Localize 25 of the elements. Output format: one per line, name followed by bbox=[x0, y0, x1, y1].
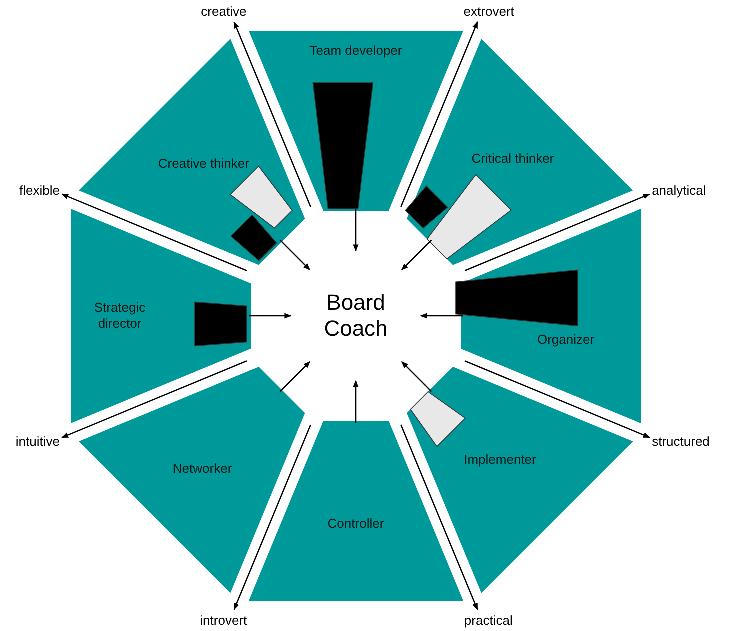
direction-label: flexible bbox=[20, 182, 60, 198]
center-title: Board Coach bbox=[323, 290, 389, 342]
segment-label: Critical thinker bbox=[470, 150, 556, 168]
arrow bbox=[280, 240, 311, 271]
direction-label: analytical bbox=[652, 182, 706, 198]
direction-label: intuitive bbox=[16, 434, 60, 450]
direction-label: extrovert bbox=[464, 4, 514, 20]
arrow bbox=[353, 209, 359, 252]
segment-label: Strategic director bbox=[93, 300, 147, 332]
segment-label: Controller bbox=[326, 516, 386, 532]
direction-label: introvert bbox=[200, 612, 248, 628]
direction-label: structured bbox=[652, 434, 710, 450]
segment-label: Implementer bbox=[463, 452, 538, 468]
segment-label: Networker bbox=[172, 461, 234, 478]
segment-label: Organizer bbox=[536, 332, 596, 348]
arrow bbox=[353, 380, 359, 423]
direction-label: creative bbox=[201, 4, 247, 20]
arrow bbox=[401, 361, 432, 392]
arrow bbox=[420, 313, 463, 319]
segment-label: Team developer bbox=[308, 42, 404, 60]
arrow bbox=[401, 240, 432, 271]
arrow bbox=[249, 313, 292, 319]
segment-label: Creative thinker bbox=[157, 156, 250, 172]
direction-label: practical bbox=[464, 612, 513, 628]
arrow bbox=[280, 361, 311, 392]
